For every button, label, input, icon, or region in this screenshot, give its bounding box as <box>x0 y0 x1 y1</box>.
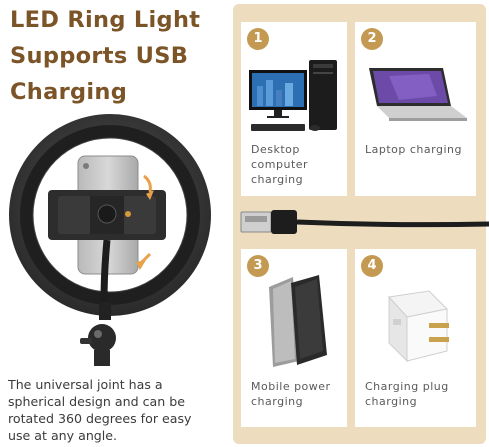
usb-cable-image <box>233 196 489 249</box>
ring-light-icon <box>9 114 211 366</box>
card-label-line-1: Laptop charging <box>365 143 462 156</box>
badge-number: 1 <box>247 28 269 50</box>
power-bank-icon <box>269 275 327 367</box>
headline-line-2: Supports USB <box>10 43 189 69</box>
charging-plug-icon <box>388 290 449 363</box>
headline-line-1: LED Ring Light <box>10 7 201 33</box>
badge-number: 2 <box>361 28 383 50</box>
headline: LED Ring Light Supports USB Charging <box>10 2 232 110</box>
caption-line-4: use at any angle. <box>8 428 118 443</box>
card-mobile-power-charging: 3 Mobile power charging <box>241 249 347 427</box>
card-label-line-1: Charging plug <box>365 380 449 393</box>
caption-line-2: spherical design and can be <box>8 394 185 409</box>
card-label-line-2: charging <box>365 395 418 408</box>
joint-caption: The universal joint has a spherical desi… <box>8 376 230 444</box>
usb-cable-icon <box>240 210 489 234</box>
card-label-line-2: computer <box>251 158 309 171</box>
card-label-line-2: charging <box>251 395 304 408</box>
caption-line-1: The universal joint has a <box>8 377 163 392</box>
headline-line-3: Charging <box>10 79 128 105</box>
badge-number: 3 <box>247 255 269 277</box>
card-label-line-1: Desktop <box>251 143 300 156</box>
card-label-line-1: Mobile power <box>251 380 331 393</box>
card-label-line-3: charging <box>251 173 304 186</box>
badge-number: 4 <box>361 255 383 277</box>
desktop-computer-icon <box>249 60 337 131</box>
ring-light-image <box>0 112 226 372</box>
card-desktop-charging: 1 Desktop computer charging <box>241 22 347 196</box>
laptop-icon <box>369 68 467 121</box>
caption-line-3: rotated 360 degrees for easy <box>8 411 192 426</box>
card-laptop-charging: 2 Laptop charging <box>355 22 476 196</box>
card-charging-plug: 4 Charging plug charging <box>355 249 476 427</box>
